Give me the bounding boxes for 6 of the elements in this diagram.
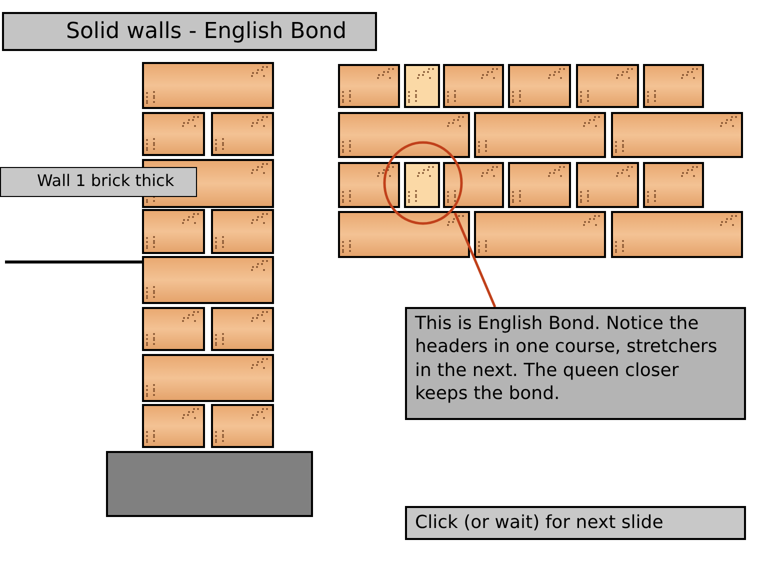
highlight-circle xyxy=(383,141,463,225)
title-box: Solid walls - English Bond xyxy=(2,12,377,51)
callout-box: This is English Bond. Notice the headers in one course, stretchers in the next. The queen closer keeps the bond. xyxy=(405,307,746,420)
navigation-note-box: Click (or wait) for next slide xyxy=(405,506,746,540)
leader-line xyxy=(454,212,496,308)
label-box: Wall 1 brick thick xyxy=(0,167,197,197)
